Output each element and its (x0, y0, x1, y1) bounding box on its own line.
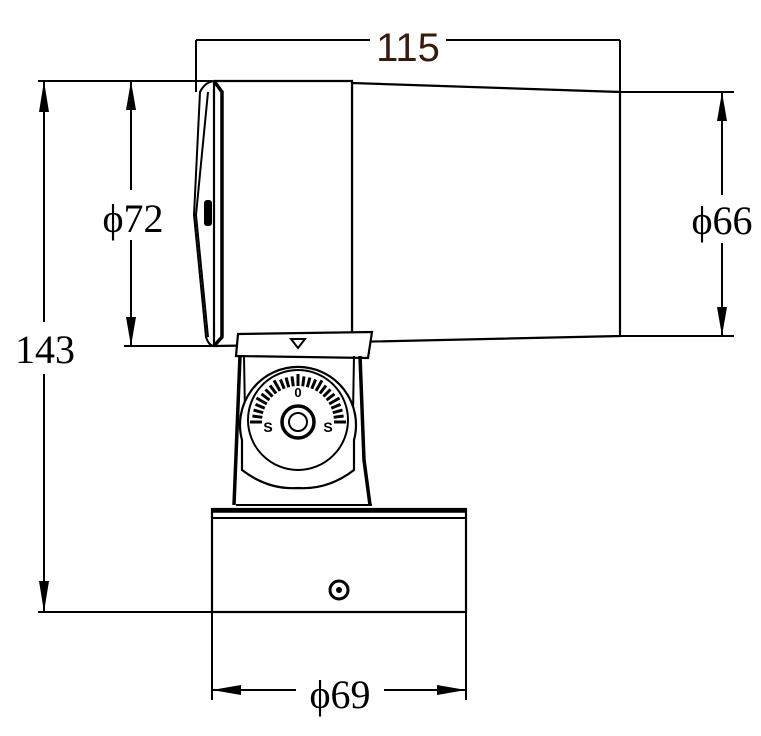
dial-tick (260, 392, 271, 402)
dial-tick (290, 376, 295, 387)
dial-right-marker: S (323, 419, 332, 435)
dial-tick (301, 376, 306, 387)
dial-scale (250, 374, 346, 424)
dial-tick (305, 377, 312, 388)
dial-tick (264, 388, 274, 398)
dimension-length-label: 115 (376, 26, 440, 70)
dimension-front-diameter-label: ϕ72 (102, 196, 163, 241)
dial-tick (322, 388, 332, 398)
dial-tick (325, 392, 336, 402)
dimension-length: 115 (195, 26, 621, 336)
dial-tick (268, 384, 278, 395)
bracket: 0 S S (232, 330, 374, 506)
dial-tick (310, 378, 317, 390)
dimension-height-label: 143 (15, 327, 75, 372)
dial-tick (255, 396, 268, 406)
dial-tick (252, 414, 263, 419)
dimension-rear-diameter-label: ϕ66 (691, 198, 752, 243)
dial-tick (254, 403, 266, 410)
triangle-pointer-icon (288, 338, 308, 350)
dial-tick (284, 377, 291, 388)
dimension-base-diameter-label: ϕ69 (309, 672, 370, 717)
dimension-rear-diameter: ϕ66 (620, 91, 753, 337)
dial-left-marker: S (263, 419, 272, 435)
dial-tick (279, 378, 286, 390)
dial-tick (314, 379, 324, 392)
dimension-front-diameter: ϕ72 (102, 81, 222, 347)
dial-tick (333, 414, 344, 419)
dimension-base-diameter: ϕ69 (211, 612, 467, 717)
tilt-dial: 0 S S (238, 365, 358, 490)
dial-tick (318, 384, 328, 395)
dial-tick (330, 403, 342, 410)
dial-tick (328, 396, 341, 406)
dial-tick (272, 379, 282, 392)
base (210, 507, 468, 614)
dial-zero-marker: 0 (294, 385, 301, 400)
dial-tick (253, 408, 264, 415)
dimension-height: 143 (15, 80, 212, 613)
lamp-head (192, 79, 622, 348)
dial-tick (332, 408, 343, 415)
